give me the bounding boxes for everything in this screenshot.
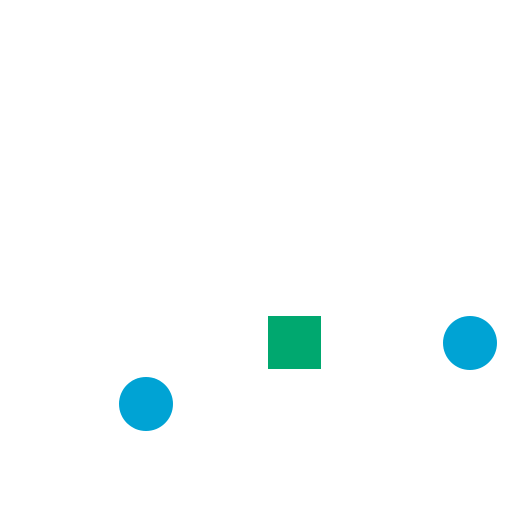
green-square-piece[interactable] bbox=[268, 316, 321, 369]
blue-circle-piece[interactable] bbox=[119, 377, 173, 431]
blue-circle-piece[interactable] bbox=[443, 316, 497, 370]
